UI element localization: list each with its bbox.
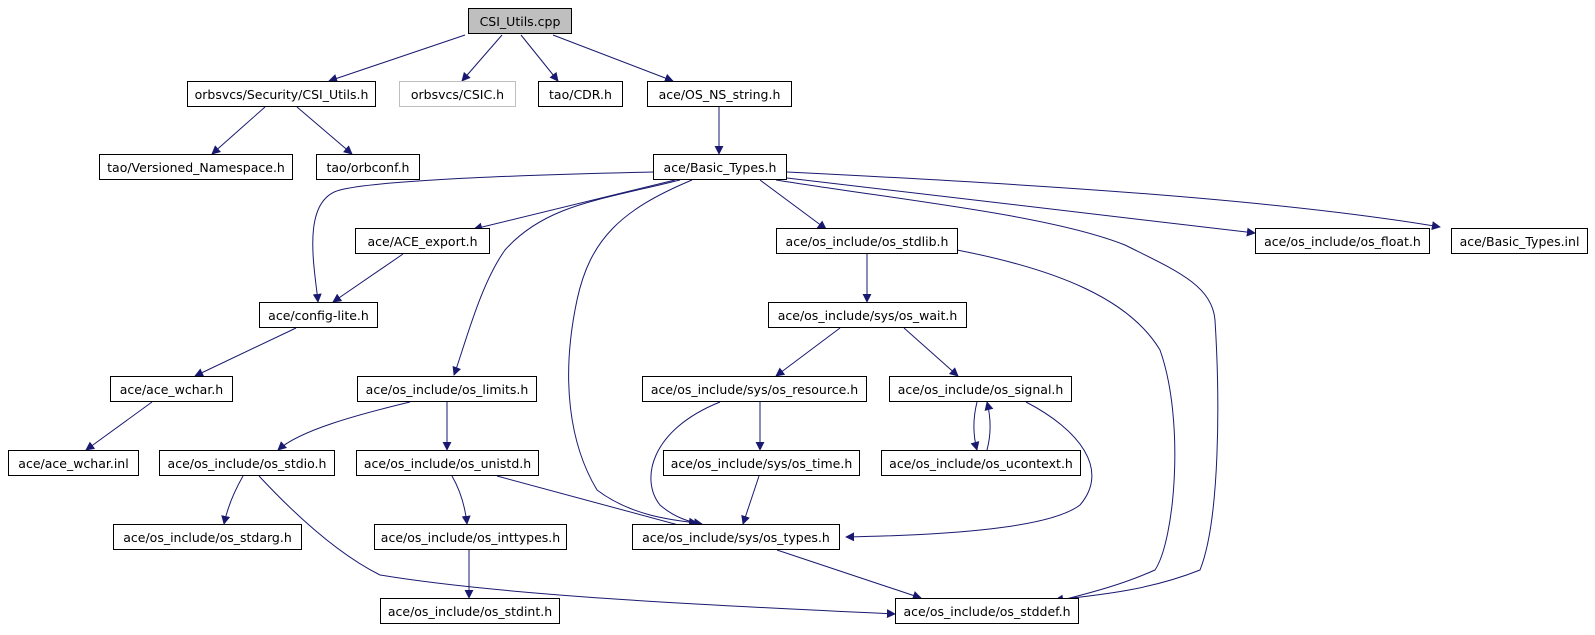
node-ace-os-unistd-h[interactable]: ace/os_include/os_unistd.h bbox=[356, 450, 539, 476]
edge-os-wait-h-to-os-resource-h bbox=[775, 327, 841, 377]
node-label: ace/os_include/os_stdlib.h bbox=[786, 234, 949, 249]
node-orbsvcs-csic-h: orbsvcs/CSIC.h bbox=[399, 81, 516, 107]
edge-csi-utils-cpp-to-security-csi-utils-h bbox=[328, 34, 466, 83]
edge-csi-utils-cpp-to-cdr-h bbox=[520, 34, 559, 82]
node-ace-os-stdarg-h[interactable]: ace/os_include/os_stdarg.h bbox=[113, 524, 302, 550]
node-label: ace/os_include/os_stddef.h bbox=[903, 604, 1070, 619]
node-ace-os-signal-h[interactable]: ace/os_include/os_signal.h bbox=[889, 376, 1072, 402]
node-label: ace/ACE_export.h bbox=[367, 234, 477, 249]
node-ace-os-stdio-h[interactable]: ace/os_include/os_stdio.h bbox=[159, 450, 335, 476]
edge-os-stdlib-h-to-os-stddef-h bbox=[956, 249, 1176, 607]
node-label: tao/Versioned_Namespace.h bbox=[107, 160, 285, 175]
node-label: ace/ace_wchar.h bbox=[120, 382, 223, 397]
node-label: ace/os_include/os_ucontext.h bbox=[889, 456, 1073, 471]
node-label: ace/os_include/sys/os_resource.h bbox=[651, 382, 858, 397]
edge-os-resource-h-to-os-types-h bbox=[650, 401, 721, 528]
edge-csi-utils-cpp-to-csic-h bbox=[461, 34, 503, 82]
node-ace-os-stddef-h[interactable]: ace/os_include/os_stddef.h bbox=[895, 598, 1079, 624]
node-label: ace/os_include/os_stdint.h bbox=[388, 604, 552, 619]
node-ace-os-stdlib-h[interactable]: ace/os_include/os_stdlib.h bbox=[776, 228, 958, 254]
node-label: orbsvcs/Security/CSI_Utils.h bbox=[195, 87, 369, 102]
node-ace-ace-wchar-inl[interactable]: ace/ace_wchar.inl bbox=[8, 450, 139, 476]
node-ace-os-types-h[interactable]: ace/os_include/sys/os_types.h bbox=[632, 524, 840, 550]
node-label: ace/os_include/os_inttypes.h bbox=[381, 530, 560, 545]
edge-csi-utils-cpp-to-os-ns-string-h bbox=[552, 34, 674, 83]
edge-os-limits-h-to-os-stdio-h bbox=[277, 401, 411, 451]
edge-basic-types-h-to-basic-types-inl bbox=[786, 171, 1441, 231]
node-ace-os-stdint-h[interactable]: ace/os_include/os_stdint.h bbox=[380, 598, 560, 624]
node-tao-cdr-h[interactable]: tao/CDR.h bbox=[538, 81, 623, 107]
node-label: ace/Basic_Types.h bbox=[664, 160, 777, 175]
node-ace-os-wait-h[interactable]: ace/os_include/sys/os_wait.h bbox=[768, 302, 967, 328]
node-label: ace/OS_NS_string.h bbox=[659, 87, 781, 102]
edges bbox=[85, 34, 1441, 619]
nodes: CSI_Utils.cpp orbsvcs/Security/CSI_Utils… bbox=[8, 8, 1588, 624]
edge-os-wait-h-to-os-signal-h bbox=[903, 327, 959, 377]
node-label: ace/os_include/os_stdio.h bbox=[168, 456, 327, 471]
node-ace-basic-types-h[interactable]: ace/Basic_Types.h bbox=[653, 154, 787, 180]
node-ace-os-time-h[interactable]: ace/os_include/sys/os_time.h bbox=[663, 450, 860, 476]
node-ace-config-lite-h[interactable]: ace/config-lite.h bbox=[259, 302, 378, 328]
edge-config-lite-h-to-ace-wchar-h bbox=[194, 327, 297, 377]
edge-ace-wchar-h-to-ace-wchar-inl bbox=[85, 401, 153, 451]
edge-os-stdio-h-to-os-stddef-h bbox=[258, 475, 896, 619]
node-label: ace/os_include/os_unistd.h bbox=[364, 456, 531, 471]
node-ace-os-float-h[interactable]: ace/os_include/os_float.h bbox=[1255, 228, 1430, 254]
node-ace-ace-wchar-h[interactable]: ace/ace_wchar.h bbox=[110, 376, 233, 402]
edge-security-csi-utils-h-to-orbconf-h bbox=[296, 106, 353, 155]
edge-basic-types-h-to-os-limits-h bbox=[452, 179, 681, 376]
edge-basic-types-h-to-os-float-h bbox=[786, 177, 1256, 237]
node-tao-versioned-namespace-h[interactable]: tao/Versioned_Namespace.h bbox=[99, 154, 293, 180]
edge-os-unistd-h-to-os-types-h bbox=[496, 475, 698, 533]
edge-basic-types-h-to-os-types-h bbox=[568, 179, 698, 527]
node-label: ace/os_include/sys/os_types.h bbox=[642, 530, 830, 545]
edge-os-stdio-h-to-os-stdarg-h bbox=[221, 475, 244, 525]
edge-basic-types-h-to-config-lite-h bbox=[312, 171, 654, 303]
edge-os-types-h-to-os-stddef-h bbox=[776, 549, 922, 600]
node-ace-os-ns-string-h[interactable]: ace/OS_NS_string.h bbox=[647, 81, 792, 107]
node-label: tao/orbconf.h bbox=[327, 160, 410, 175]
node-label: CSI_Utils.cpp bbox=[480, 14, 561, 29]
edge-security-csi-utils-h-to-versioned-namespace-h bbox=[211, 106, 266, 155]
node-security-csi-utils-h[interactable]: orbsvcs/Security/CSI_Utils.h bbox=[187, 81, 376, 107]
edge-ace-export-h-to-config-lite-h bbox=[332, 253, 404, 303]
node-label: ace/os_include/sys/os_time.h bbox=[671, 456, 853, 471]
edge-os-signal-h-to-os-ucontext-h bbox=[970, 401, 980, 451]
node-ace-os-ucontext-h[interactable]: ace/os_include/os_ucontext.h bbox=[881, 450, 1081, 476]
node-label: orbsvcs/CSIC.h bbox=[411, 87, 504, 102]
node-label: ace/config-lite.h bbox=[268, 308, 369, 323]
node-label: ace/os_include/os_stdarg.h bbox=[123, 530, 292, 545]
node-ace-ace-export-h[interactable]: ace/ACE_export.h bbox=[355, 228, 490, 254]
edge-basic-types-h-to-ace-export-h bbox=[473, 179, 676, 232]
node-ace-os-inttypes-h[interactable]: ace/os_include/os_inttypes.h bbox=[374, 524, 567, 550]
edge-os-signal-h-to-os-types-h bbox=[845, 401, 1093, 542]
node-label: ace/Basic_Types.inl bbox=[1460, 234, 1580, 249]
node-ace-os-limits-h[interactable]: ace/os_include/os_limits.h bbox=[357, 376, 537, 402]
node-ace-basic-types-inl[interactable]: ace/Basic_Types.inl bbox=[1451, 228, 1588, 254]
node-ace-os-resource-h[interactable]: ace/os_include/sys/os_resource.h bbox=[642, 376, 867, 402]
edge-os-unistd-h-to-os-inttypes-h bbox=[451, 475, 471, 525]
node-label: ace/os_include/sys/os_wait.h bbox=[778, 308, 958, 323]
edge-os-ucontext-h-to-os-signal-h bbox=[984, 401, 994, 451]
node-tao-orbconf-h[interactable]: tao/orbconf.h bbox=[316, 154, 420, 180]
edge-os-time-h-to-os-types-h bbox=[741, 475, 760, 525]
node-label: ace/os_include/os_float.h bbox=[1264, 234, 1421, 249]
edge-basic-types-h-to-os-stdlib-h bbox=[759, 179, 827, 230]
node-csi-utils-cpp[interactable]: CSI_Utils.cpp bbox=[468, 8, 572, 34]
node-label: ace/os_include/os_limits.h bbox=[366, 382, 529, 397]
node-label: ace/ace_wchar.inl bbox=[18, 456, 128, 471]
edge-basic-types-h-to-os-stddef-h bbox=[775, 179, 1219, 604]
node-label: ace/os_include/os_signal.h bbox=[898, 382, 1064, 397]
node-label: tao/CDR.h bbox=[549, 87, 612, 102]
